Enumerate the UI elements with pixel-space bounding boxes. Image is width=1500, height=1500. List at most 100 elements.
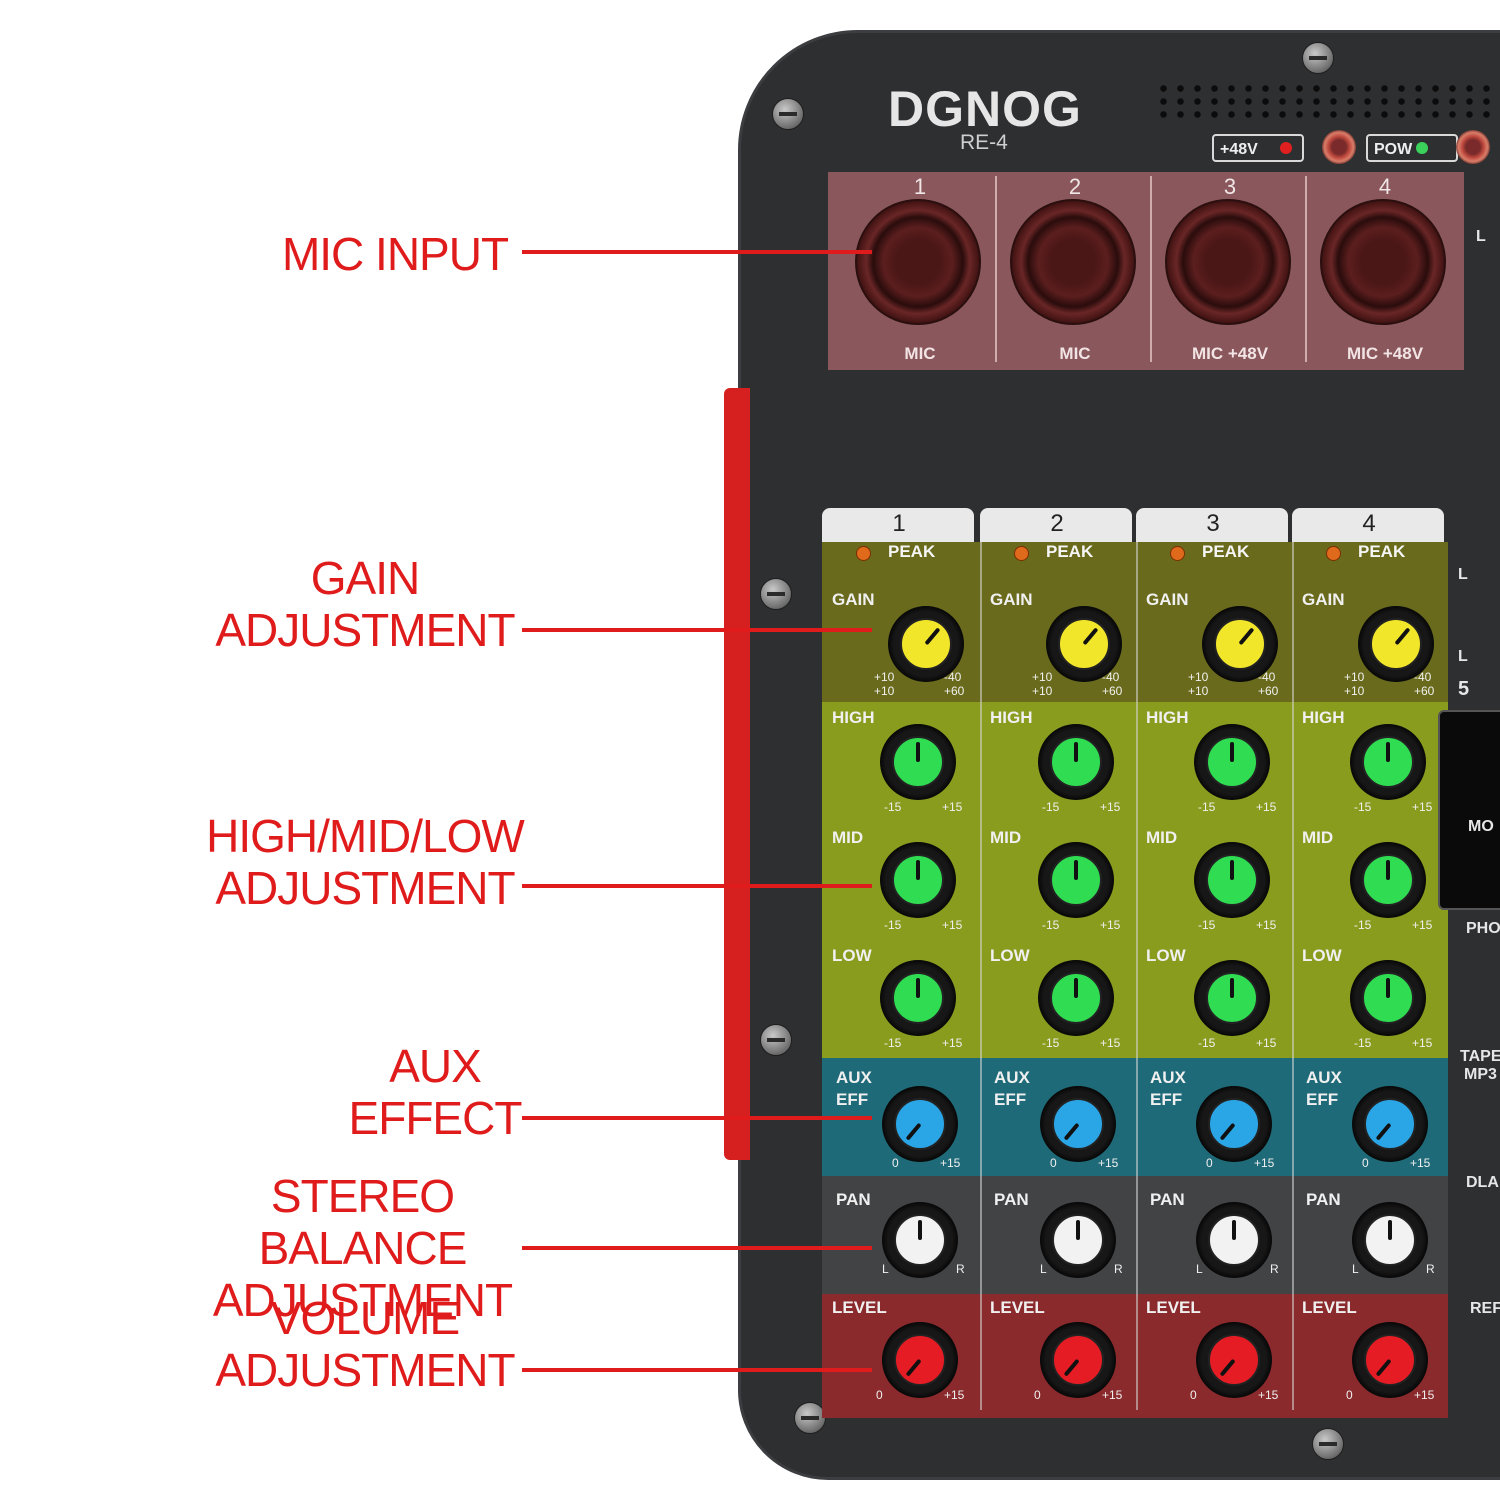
level-scale-max: +15 [1258,1388,1279,1402]
mid-eq-knob-pointer [1074,860,1078,880]
high-label: HIGH [990,708,1033,727]
channel-header [1292,508,1444,542]
xlr-combo-jack[interactable] [1010,199,1136,325]
peak-label: PEAK [1202,542,1250,561]
low-eq-knob[interactable] [1362,972,1414,1024]
xlr-combo-jack[interactable] [855,199,981,325]
low-label: LOW [832,946,872,965]
mid-eq-knob-pointer [916,860,920,880]
mid-label: MID [990,828,1022,847]
pan-label: PAN [1306,1190,1341,1209]
right-label: MO [1468,818,1494,835]
pan-scale-right: R [1426,1262,1435,1276]
high-eq-knob[interactable] [1362,736,1414,788]
mid-eq-knob[interactable] [892,854,944,906]
screw [760,1024,792,1056]
eq-scale-max: +15 [1412,800,1433,814]
eq-scale-min: -15 [1198,1036,1216,1050]
xlr-combo-jack[interactable] [1165,199,1291,325]
pan-knob-pointer [1076,1220,1080,1240]
eq-scale-min: -15 [1354,1036,1372,1050]
strip-divider [1136,542,1138,1410]
eq-scale-max: +15 [1412,918,1433,932]
gain-scale-max: -40 [1258,670,1276,684]
mic-input-4[interactable]: 4 MIC +48V [1308,172,1462,370]
pan-label: PAN [994,1190,1029,1209]
gain-scale-min-alt: +10 [874,684,895,698]
input-number: 4 [1378,174,1392,199]
eq-scale-max: +15 [942,1036,963,1050]
gain-label: GAIN [1146,590,1189,609]
eq-scale-max: +15 [1256,800,1277,814]
aux-scale-min: 0 [1050,1156,1057,1170]
eq-scale-min: -15 [1354,800,1372,814]
input-number: 1 [913,174,927,199]
power-switch[interactable] [1456,130,1490,164]
callout-text: ADJUSTMENT [215,862,515,914]
mid-eq-knob-pointer [1386,860,1390,880]
pan-knob-pointer [1388,1220,1392,1240]
gain-scale-min: +10 [1032,670,1053,684]
mid-label: MID [1146,828,1178,847]
eq-scale-max: +15 [942,800,963,814]
display-screen [1438,710,1500,910]
callout-text: ADJUSTMENT [212,1274,513,1326]
callout-text: GAIN [310,552,420,604]
level-label: LEVEL [832,1298,887,1317]
input-number: 2 [1068,174,1082,199]
gain-scale-max: -40 [1414,670,1432,684]
level-scale-max: +15 [1414,1388,1435,1402]
eq-scale-min: -15 [1198,800,1216,814]
mic-input-2[interactable]: 2 MIC [998,172,1152,370]
channel-number: 3 [1206,510,1220,537]
eff-label: EFF [1150,1090,1183,1109]
callout-line [522,884,872,888]
eff-label: EFF [1306,1090,1339,1109]
gain-scale-max-alt: +60 [944,684,965,698]
pan-scale-right: R [1114,1262,1123,1276]
high-label: HIGH [1146,708,1189,727]
eq-scale-min: -15 [1354,918,1372,932]
channel-number: 2 [1050,510,1064,537]
mic-input-3[interactable]: 3 MIC +48V [1153,172,1307,370]
screw [794,1402,826,1434]
level-label: LEVEL [1146,1298,1201,1317]
callout-line [522,628,872,632]
input-label: MIC +48V [1346,344,1424,363]
right-label: PHO [1466,920,1500,937]
screw [772,98,804,130]
level-scale-max: +15 [1102,1388,1123,1402]
divider [995,176,997,362]
gain-scale-min-alt: +10 [1032,684,1053,698]
low-eq-knob-pointer [916,978,920,998]
gain-scale-min: +10 [1344,670,1365,684]
phantom-switch[interactable] [1322,130,1356,164]
callout-text: HIGH/MID/LOW [206,810,525,862]
pan-label: PAN [1150,1190,1185,1209]
callout-eq: HIGH/MID/LOW ADJUSTMENT [190,810,540,914]
mid-eq-knob-pointer [1230,860,1234,880]
right-label: REF [1470,1300,1500,1317]
pan-scale-left: L [1196,1262,1203,1276]
gain-scale-max: -40 [1102,670,1120,684]
input-label: MIC [904,344,936,363]
high-eq-knob[interactable] [1206,736,1258,788]
pan-label: PAN [836,1190,871,1209]
channel-number: 1 [892,510,906,537]
gain-scale-min-alt: +10 [1344,684,1365,698]
mic-input-1[interactable]: 1 MIC [843,172,997,370]
eq-scale-min: -15 [884,1036,902,1050]
pan-scale-left: L [1352,1262,1359,1276]
channel-header [1136,508,1288,542]
high-eq-knob-pointer [916,742,920,762]
xlr-combo-jack[interactable] [1320,199,1446,325]
high-label: HIGH [832,708,875,727]
gain-knob[interactable] [1058,618,1110,670]
level-knob[interactable] [1364,1334,1416,1386]
high-label: HIGH [1302,708,1345,727]
power-led [1416,142,1428,154]
pan-knob-pointer [1232,1220,1236,1240]
callout-line [522,1368,872,1372]
pan-knob[interactable] [1364,1214,1416,1266]
callout-line [522,1246,872,1250]
